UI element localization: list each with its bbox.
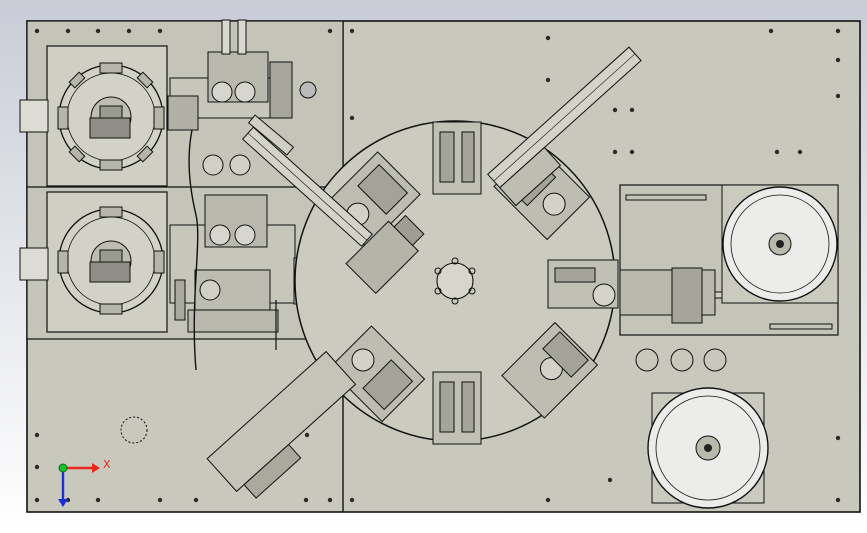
bolt-hole (327, 497, 333, 503)
bolt-hole (545, 77, 551, 83)
bottom-left-hole (120, 416, 148, 444)
bolt-hole (629, 149, 635, 155)
wire-reel-lower[interactable] (647, 387, 769, 509)
bolt-hole (545, 497, 551, 503)
bolt-hole (34, 497, 40, 503)
fixture-right[interactable] (547, 259, 619, 309)
fixture-bottom[interactable] (432, 371, 482, 445)
fixture-lower-right[interactable] (501, 321, 599, 419)
bolt-hole (768, 28, 774, 34)
bolt-hole (607, 477, 613, 483)
bolt-hole (126, 28, 132, 34)
port-hole-2 (670, 348, 694, 372)
bolt-hole (34, 432, 40, 438)
fixture-lower-left[interactable] (328, 325, 426, 423)
slide-rail-upper-left[interactable] (241, 126, 373, 247)
edge-bracket-lower (19, 247, 49, 281)
rotary-station-lower[interactable] (46, 191, 168, 333)
bolt-hole (349, 115, 355, 121)
bolt-hole (303, 497, 309, 503)
bolt-hole (193, 497, 199, 503)
bolt-hole (835, 93, 841, 99)
motor-cylinder-left[interactable] (345, 210, 429, 295)
bolt-hole (835, 28, 841, 34)
bolt-hole (157, 497, 163, 503)
bolt-hole (612, 107, 618, 113)
fixture-top[interactable] (432, 121, 482, 195)
bolt-hole (65, 497, 71, 503)
bolt-hole (349, 28, 355, 34)
port-hole-3 (703, 348, 727, 372)
triad-x-arrow (92, 463, 100, 473)
rotary-station-upper[interactable] (46, 45, 168, 187)
bolt-hole (835, 57, 841, 63)
coordinate-triad-icon: X (58, 458, 111, 507)
bolt-hole (327, 28, 333, 34)
bolt-hole (774, 149, 780, 155)
bolt-hole (34, 28, 40, 34)
bolt-hole (304, 432, 310, 438)
triad-y-arrow (58, 499, 68, 507)
slot-marker-1 (769, 323, 833, 330)
bolt-hole (34, 464, 40, 470)
bolt-hole (797, 149, 803, 155)
wire-reel-upper[interactable] (721, 184, 839, 304)
triad-z-axis (58, 463, 68, 473)
slide-rail-lower-left[interactable] (206, 350, 367, 505)
port-hole-1 (635, 348, 659, 372)
edge-bracket-upper (19, 99, 49, 133)
bolt-hole (545, 35, 551, 41)
slot-marker-2 (625, 194, 707, 201)
bolt-hole (835, 497, 841, 503)
bolt-hole (95, 28, 101, 34)
slide-rail-upper-right[interactable] (487, 46, 657, 207)
triad-x-label: X (103, 458, 111, 471)
bolt-hole (835, 435, 841, 441)
feeder-module-upper[interactable] (167, 19, 317, 176)
bolt-hole (612, 149, 618, 155)
bolt-hole (349, 497, 355, 503)
bolt-hole (157, 28, 163, 34)
bolt-hole (95, 497, 101, 503)
bolt-holes (34, 28, 841, 503)
bolt-hole (65, 28, 71, 34)
bolt-hole (629, 107, 635, 113)
air-tube-left (188, 129, 199, 371)
